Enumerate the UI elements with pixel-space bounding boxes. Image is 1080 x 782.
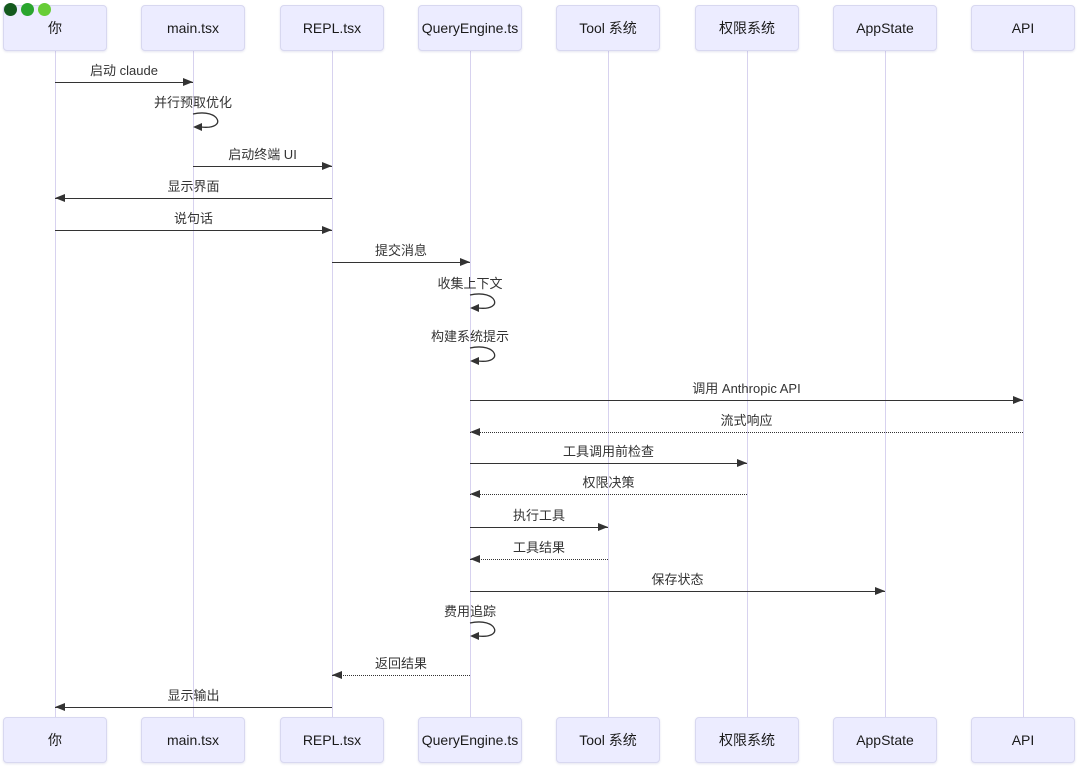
message-label: 收集上下文 bbox=[437, 276, 503, 291]
arrowhead-icon bbox=[322, 226, 332, 234]
message-label: 启动 claude bbox=[90, 63, 158, 78]
message-label: 说句话 bbox=[173, 211, 213, 226]
actor-top-tool-system: Tool 系统 bbox=[556, 5, 660, 51]
message-label: 费用追踪 bbox=[443, 604, 497, 619]
actor-bottom-app-state: AppState bbox=[833, 717, 937, 763]
traffic-light-dot-1 bbox=[4, 3, 17, 16]
actor-top-repl-tsx: REPL.tsx bbox=[280, 5, 384, 51]
message-line bbox=[470, 591, 885, 592]
arrowhead-icon bbox=[55, 703, 65, 711]
actor-label: QueryEngine.ts bbox=[421, 732, 519, 748]
actor-label: API bbox=[1011, 732, 1035, 748]
message-label: 流式响应 bbox=[720, 413, 773, 428]
self-loop-arrow-icon bbox=[469, 346, 496, 365]
message-line bbox=[55, 230, 332, 231]
message-label: 权限决策 bbox=[582, 475, 635, 490]
traffic-light-dot-3 bbox=[38, 3, 51, 16]
actor-bottom-you: 你 bbox=[3, 717, 107, 763]
lifeline-api bbox=[1023, 51, 1024, 717]
arrowhead-icon bbox=[470, 555, 480, 563]
actor-top-query-engine: QueryEngine.ts bbox=[418, 5, 522, 51]
lifeline-repl-tsx bbox=[332, 51, 333, 717]
actor-top-permission-system: 权限系统 bbox=[695, 5, 799, 51]
window-traffic-lights bbox=[4, 3, 51, 16]
actor-top-main-tsx: main.tsx bbox=[141, 5, 245, 51]
message-line bbox=[55, 198, 332, 199]
message-label: 启动终端 UI bbox=[228, 147, 297, 162]
arrowhead-icon bbox=[470, 490, 480, 498]
message-line bbox=[470, 432, 1023, 433]
arrowhead-icon bbox=[332, 671, 342, 679]
actor-label: 权限系统 bbox=[719, 732, 775, 748]
self-loop-arrow-icon bbox=[192, 112, 219, 131]
message-line bbox=[332, 262, 470, 263]
message-label: 显示输出 bbox=[167, 688, 220, 703]
actor-label: REPL.tsx bbox=[302, 732, 362, 748]
actor-label: main.tsx bbox=[166, 732, 220, 748]
actor-bottom-main-tsx: main.tsx bbox=[141, 717, 245, 763]
actor-top-you: 你 bbox=[3, 5, 107, 51]
message-label: 工具调用前检查 bbox=[562, 444, 654, 459]
actor-top-app-state: AppState bbox=[833, 5, 937, 51]
actor-label: 你 bbox=[48, 732, 62, 748]
actor-label: QueryEngine.ts bbox=[421, 20, 519, 36]
actor-label: main.tsx bbox=[166, 20, 220, 36]
arrowhead-icon bbox=[598, 523, 608, 531]
message-label: 构建系统提示 bbox=[430, 329, 510, 344]
arrowhead-icon bbox=[737, 459, 747, 467]
self-loop-arrow-icon bbox=[469, 293, 496, 312]
lifeline-query-engine bbox=[470, 51, 471, 717]
actor-top-api: API bbox=[971, 5, 1075, 51]
arrowhead-icon bbox=[460, 258, 470, 266]
lifeline-main-tsx bbox=[193, 51, 194, 717]
actor-label: 你 bbox=[48, 20, 62, 36]
actor-label: Tool 系统 bbox=[579, 20, 637, 36]
actor-bottom-api: API bbox=[971, 717, 1075, 763]
arrowhead-icon bbox=[322, 162, 332, 170]
message-line bbox=[193, 166, 332, 167]
message-label: 保存状态 bbox=[651, 572, 704, 587]
message-line bbox=[470, 494, 747, 495]
message-label: 返回结果 bbox=[374, 656, 427, 671]
message-label: 工具结果 bbox=[512, 540, 565, 555]
lifeline-tool-system bbox=[608, 51, 609, 717]
message-line bbox=[55, 82, 193, 83]
actor-bottom-tool-system: Tool 系统 bbox=[556, 717, 660, 763]
message-label: 调用 Anthropic API bbox=[692, 381, 801, 396]
actor-label: 权限系统 bbox=[719, 20, 775, 36]
actor-label: AppState bbox=[856, 732, 914, 748]
message-line bbox=[470, 400, 1023, 401]
arrowhead-icon bbox=[55, 194, 65, 202]
actor-bottom-repl-tsx: REPL.tsx bbox=[280, 717, 384, 763]
message-line bbox=[470, 463, 747, 464]
actor-label: Tool 系统 bbox=[579, 732, 637, 748]
message-line bbox=[55, 707, 332, 708]
message-line bbox=[332, 675, 470, 676]
message-label: 提交消息 bbox=[374, 243, 427, 258]
traffic-light-dot-2 bbox=[21, 3, 34, 16]
message-line bbox=[470, 559, 608, 560]
arrowhead-icon bbox=[183, 78, 193, 86]
lifeline-you bbox=[55, 51, 56, 717]
message-line bbox=[470, 527, 608, 528]
message-label: 显示界面 bbox=[167, 179, 220, 194]
arrowhead-icon bbox=[1013, 396, 1023, 404]
lifeline-permission-system bbox=[747, 51, 748, 717]
actor-label: REPL.tsx bbox=[302, 20, 362, 36]
message-label: 执行工具 bbox=[512, 508, 565, 523]
actor-bottom-query-engine: QueryEngine.ts bbox=[418, 717, 522, 763]
lifeline-app-state bbox=[885, 51, 886, 717]
message-label: 并行预取优化 bbox=[153, 95, 233, 110]
arrowhead-icon bbox=[470, 428, 480, 436]
actor-bottom-permission-system: 权限系统 bbox=[695, 717, 799, 763]
arrowhead-icon bbox=[875, 587, 885, 595]
self-loop-arrow-icon bbox=[469, 621, 496, 640]
actor-label: AppState bbox=[856, 20, 914, 36]
actor-label: API bbox=[1011, 20, 1035, 36]
